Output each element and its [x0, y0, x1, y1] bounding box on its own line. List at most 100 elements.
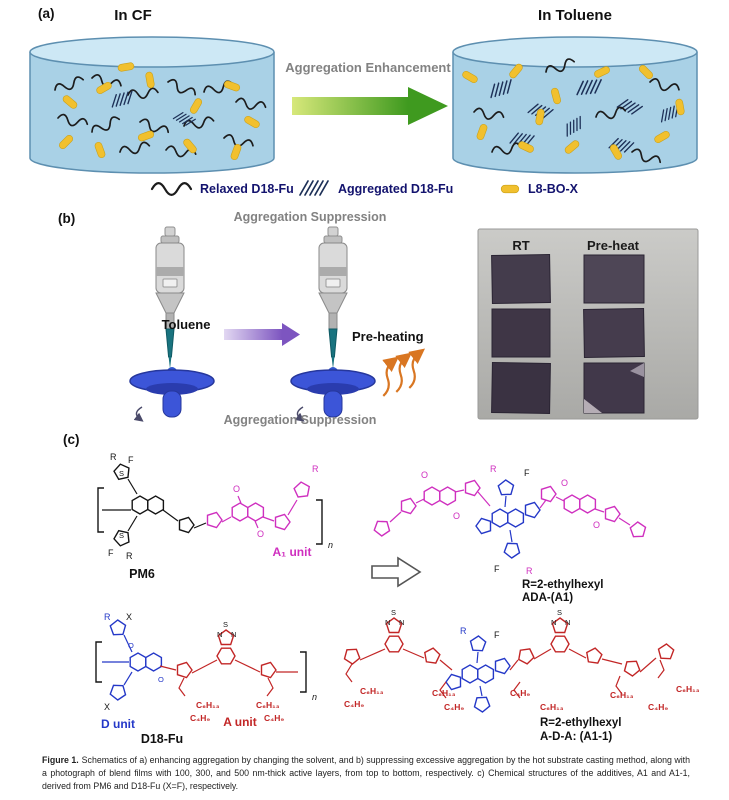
atom-label: O	[593, 520, 600, 530]
preheating-label: Pre-heating	[352, 329, 424, 344]
figure-caption: Figure 1.Schematics of a) enhancing aggr…	[42, 754, 690, 792]
chain-label: C₆H₁₃	[540, 702, 564, 712]
atom-label: N	[217, 630, 222, 639]
caption-label: Figure 1.	[42, 755, 79, 765]
pm6-a1-unit-structure: O O R A₁ unit	[206, 464, 319, 559]
chain-label: C₄H₉	[444, 702, 464, 712]
d-unit-label: D unit	[101, 717, 135, 731]
chain-label: C₆H₁₃	[676, 684, 700, 694]
atom-label: S	[119, 469, 124, 478]
atom-label: O	[257, 529, 264, 539]
caption-text: Schematics of a) enhancing aggregation b…	[42, 755, 691, 791]
atom-label: R	[526, 566, 533, 576]
pipette-rt	[155, 226, 185, 370]
chain-label: C₆H₁₃	[256, 700, 280, 710]
atom-label: R	[490, 464, 497, 474]
ada11-r-label: R=2-ethylhexyl	[540, 717, 622, 729]
atom-label: R	[104, 612, 111, 622]
spin-coater-rt	[130, 367, 214, 419]
chain-label: C₄H₉	[190, 713, 210, 723]
atom-label: F	[494, 630, 500, 640]
ada-name-label: ADA-(A1)	[522, 592, 573, 604]
aggregation-enhancement-label: Aggregation Enhancement	[285, 60, 451, 75]
acceptor-grain-icon	[500, 184, 520, 194]
atom-label: F	[128, 455, 134, 465]
heat-waves-icon	[381, 352, 421, 396]
pm6-donor-structure: R F F R S S n	[97, 452, 333, 561]
atom-label: S	[391, 608, 396, 617]
ada11-name-label: A-D-A: (A1-1)	[540, 731, 612, 743]
ada-r-label: R=2-ethylhexyl	[522, 579, 604, 591]
chain-label: C₆H₁₃	[196, 700, 220, 710]
derives-arrow-icon	[371, 556, 422, 588]
photo-preheat-label: Pre-heat	[587, 238, 640, 253]
chain-label: C₄H₉	[264, 713, 284, 723]
legend-relaxed-label: Relaxed D18-Fu	[200, 182, 294, 196]
d18fu-name: D18-Fu	[141, 732, 183, 746]
atom-label: N	[231, 630, 236, 639]
repeat-n: n	[328, 540, 333, 550]
repeat-n: n	[312, 692, 317, 702]
atom-label: X	[104, 702, 110, 712]
suppression-bottom-label: Aggregation Suppression	[224, 413, 377, 427]
atom-label: F	[108, 548, 114, 558]
atom-label: R	[312, 464, 319, 474]
film-squares	[491, 253, 645, 415]
d18fu-a-unit: N N S C₆H₁₃ C₄H₉ C₆H₁₃ C₄H₉	[159, 620, 298, 723]
atom-label: O	[128, 641, 134, 650]
atom-label: N	[385, 618, 390, 627]
chain-label: C₆H₁₃	[432, 688, 456, 698]
atom-label: O	[453, 511, 460, 521]
preheat-arrow	[224, 323, 300, 346]
atom-label: R	[126, 551, 133, 561]
panel-c: (c) R F F R S S n O O R A₁ uni	[63, 432, 700, 746]
cf-title: In CF	[114, 7, 152, 24]
atom-label: S	[223, 620, 228, 629]
ada-a1-structure: O O R F F R O O	[372, 464, 649, 604]
atom-label: N	[399, 618, 404, 627]
d18fu-d-unit: R X X O O	[102, 612, 164, 712]
atom-label: O	[233, 484, 240, 494]
panel-a-label: (a)	[38, 6, 55, 21]
a-unit-label: A unit	[223, 715, 257, 729]
toluene-label: Toluene	[162, 317, 211, 332]
toluene-title: In Toluene	[538, 7, 612, 24]
legend-aggregated-label: Aggregated D18-Fu	[338, 182, 453, 196]
pm6-name: PM6	[129, 567, 155, 581]
d18fu-structure: R X X O O N N S C₆H₁₃ C₄H₉ C₆H₁₃ C₄H₉	[95, 612, 317, 746]
atom-label: R	[460, 626, 467, 636]
panel-a: (a) In CF In Toluene Aggregation Enhance…	[29, 6, 698, 196]
panel-b-label: (b)	[58, 211, 75, 226]
atom-label: F	[494, 564, 500, 574]
relaxed-polymer-icon	[150, 182, 193, 196]
photo-rt-label: RT	[512, 238, 529, 253]
ada-left-wing: O O	[372, 470, 491, 539]
pipette-preheat	[318, 226, 348, 370]
toluene-beaker	[452, 36, 698, 174]
atom-label: O	[561, 478, 568, 488]
legend-acceptor-label: L8-BO-X	[528, 182, 579, 196]
ada11-right-acceptor: N N S C₆H₁₃ C₄H₉ C₄H₉ C₆H₁₃ C₆H₁₃ C₄H₉ C…	[432, 608, 700, 712]
atom-label: R	[110, 452, 117, 462]
ada11-blue-core: F R	[445, 626, 511, 715]
ada11-left-acceptor: N N S C₆H₁₃ C₄H₉	[343, 608, 453, 709]
cf-beaker	[29, 36, 275, 174]
ada-right-wing: O O	[539, 478, 649, 541]
ada-blue-core: R F F R	[475, 464, 541, 576]
atom-label: O	[158, 675, 164, 684]
atom-label: X	[126, 612, 132, 622]
legend: Relaxed D18-Fu Aggregated D18-Fu L8-BO-X	[150, 180, 579, 196]
atom-label: O	[421, 470, 428, 480]
a1-unit-label: A₁ unit	[273, 545, 312, 559]
atom-label: N	[565, 618, 570, 627]
atom-label: S	[557, 608, 562, 617]
panel-b: (b) Aggregation Suppression Toluene Pre-…	[58, 210, 699, 427]
ada11-structure: N N S C₆H₁₃ C₄H₉ F R	[343, 608, 700, 743]
chain-label: C₄H₉	[510, 688, 530, 698]
chain-label: C₆H₁₃	[360, 686, 384, 696]
aggregated-polymer-icon	[299, 180, 329, 196]
atom-label: F	[524, 468, 530, 478]
enhancement-arrow	[292, 87, 448, 125]
atom-label: S	[119, 531, 124, 540]
